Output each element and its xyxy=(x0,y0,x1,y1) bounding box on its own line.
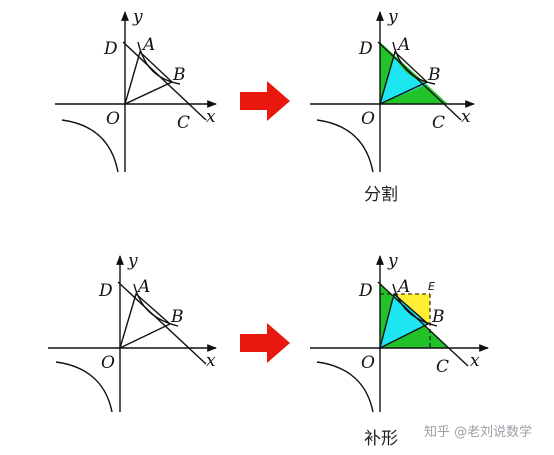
panel-top-right: y x D A B O C 分割 xyxy=(310,7,475,205)
label-b: B xyxy=(170,307,184,327)
triangle-oab xyxy=(123,50,174,106)
triangle-oab xyxy=(378,292,430,350)
hyperbola-branch-lower xyxy=(316,361,374,413)
label-d: D xyxy=(358,281,373,301)
label-y: y xyxy=(387,7,398,27)
line-dc xyxy=(377,41,462,121)
label-o: O xyxy=(361,353,375,373)
label-a: A xyxy=(136,277,150,297)
hyperbola-branch-lower xyxy=(61,119,119,173)
label-d: D xyxy=(103,39,118,59)
label-y: y xyxy=(127,251,138,271)
panel-top-left: y x D A B O C xyxy=(55,7,217,173)
panel-bottom-right: y x D A E B O C 补形 xyxy=(310,251,489,449)
caption-complement: 补形 xyxy=(364,429,398,449)
caption-split: 分割 xyxy=(364,185,398,205)
arrow-right-icon xyxy=(240,323,290,363)
label-x: x xyxy=(470,351,480,371)
label-e: E xyxy=(428,280,435,293)
line-dc xyxy=(117,281,207,365)
label-c: C xyxy=(436,357,449,377)
label-a: A xyxy=(396,277,410,297)
triangle-oab xyxy=(118,292,172,350)
triangle-oab xyxy=(378,50,429,106)
hyperbola-branch-lower xyxy=(316,119,374,173)
label-x: x xyxy=(461,107,471,127)
label-a: A xyxy=(396,35,410,55)
cyan-region xyxy=(380,294,428,348)
label-o: O xyxy=(361,109,375,129)
label-y: y xyxy=(132,7,143,27)
label-b: B xyxy=(172,65,186,85)
hyperbola-branch-upper xyxy=(392,283,438,327)
label-x: x xyxy=(206,107,216,127)
label-d: D xyxy=(358,39,373,59)
label-a: A xyxy=(141,35,155,55)
arrow-right-icon xyxy=(240,81,290,121)
line-dc xyxy=(122,41,207,121)
label-b: B xyxy=(427,65,441,85)
label-x: x xyxy=(206,351,216,371)
label-o: O xyxy=(101,353,115,373)
label-o: O xyxy=(106,109,120,129)
watermark: 知乎 @老刘说数学 xyxy=(424,424,532,440)
label-c: C xyxy=(177,113,190,133)
cyan-region xyxy=(380,54,428,104)
label-y: y xyxy=(387,251,398,271)
label-d: D xyxy=(98,281,113,301)
label-c: C xyxy=(432,113,445,133)
label-b: B xyxy=(431,307,445,327)
panel-bottom-left: y x D A B O xyxy=(48,251,217,413)
hyperbola-branch-lower xyxy=(55,361,113,413)
